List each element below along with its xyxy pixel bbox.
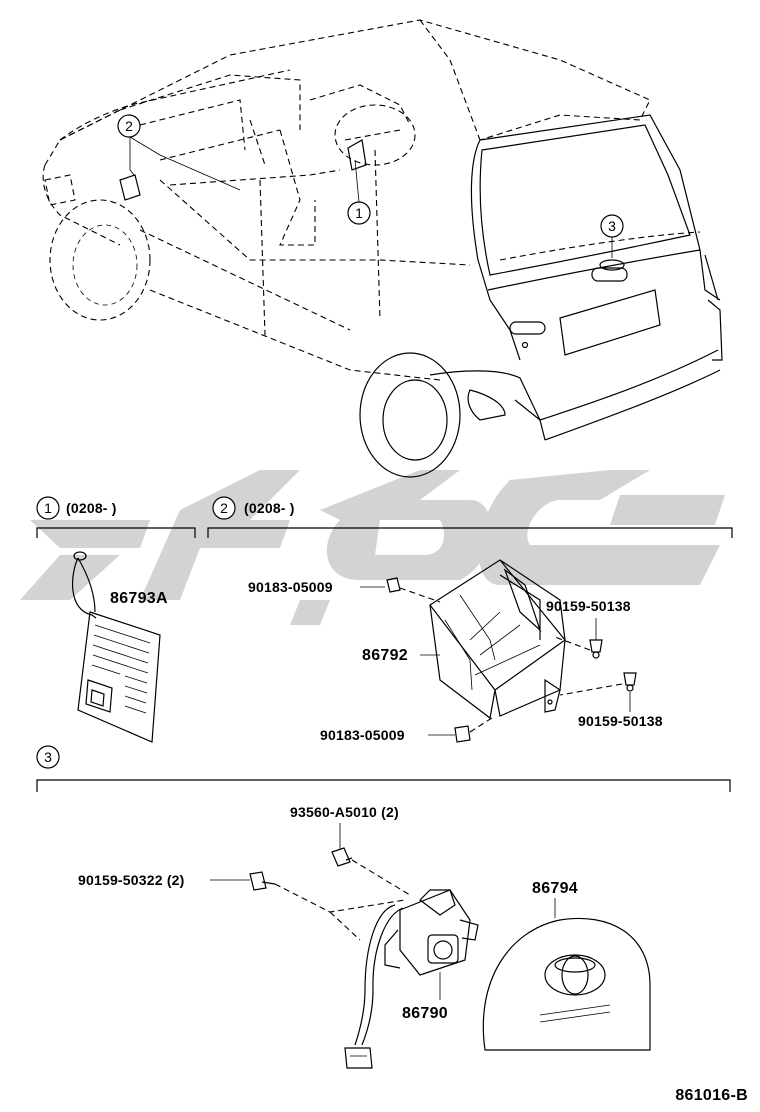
section-3: 3 93560-A5010 (2) 90159-50322 (2) 86790 … xyxy=(36,745,731,1069)
part-90159-50138-bottom: 90159-50138 xyxy=(578,713,663,729)
part-90159-50138-top: 90159-50138 xyxy=(546,598,631,614)
callout-1-label: 1 xyxy=(355,205,363,221)
part-86794: 86794 xyxy=(532,880,578,897)
diagram-id: 861016-B xyxy=(675,1087,748,1104)
callout-3-label: 3 xyxy=(608,218,616,234)
section-2-range: (0208- ) xyxy=(244,500,295,516)
part-90159-50322: 90159-50322 (2) xyxy=(78,872,185,888)
section-1: 1 (0208- ) 86793A xyxy=(36,496,196,743)
vehicle-callouts: 2 1 3 xyxy=(117,114,625,271)
part-93560-A5010: 93560-A5010 (2) xyxy=(290,804,399,820)
section-2: 2 (0208- ) 90183-05009 90159-50138 86792 xyxy=(207,496,733,743)
toyota-emblem-icon xyxy=(544,954,606,996)
section-1-number: 1 xyxy=(44,500,52,516)
part-86790: 86790 xyxy=(402,1005,448,1022)
callout-2-label: 2 xyxy=(125,118,133,134)
vehicle-illustration xyxy=(42,19,723,478)
section-3-number: 3 xyxy=(44,749,52,765)
section-1-range: (0208- ) xyxy=(66,500,117,516)
part-86793A: 86793A xyxy=(110,590,168,607)
part-90183-05009-top: 90183-05009 xyxy=(248,579,333,595)
watermark-logo xyxy=(20,470,725,625)
section-2-number: 2 xyxy=(220,500,228,516)
callout-2-circle xyxy=(117,114,141,138)
part-86792: 86792 xyxy=(362,647,408,664)
part-90183-05009-bottom: 90183-05009 xyxy=(320,727,405,743)
